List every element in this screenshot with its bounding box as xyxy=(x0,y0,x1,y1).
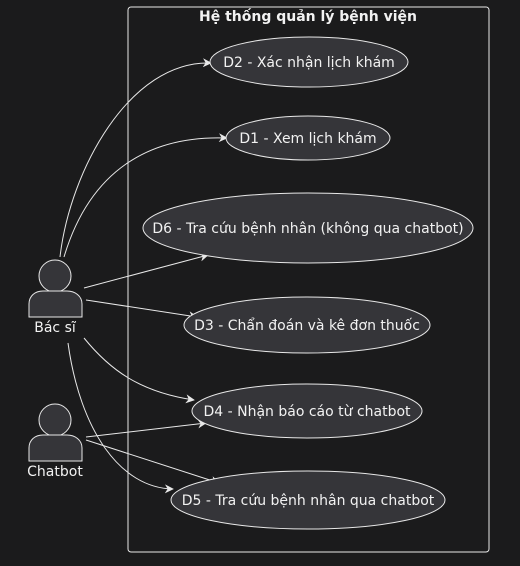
usecase-d4-label: D4 - Nhận báo cáo từ chatbot xyxy=(203,404,411,420)
actor-doctor[interactable]: Bác sĩ xyxy=(28,259,83,336)
associations xyxy=(59,58,228,494)
usecase-d6-label: D6 - Tra cứu bệnh nhân (không qua chatbo… xyxy=(152,221,463,237)
association-chatbot-d5 xyxy=(85,439,220,485)
association-doctor-d5 xyxy=(67,342,174,494)
usecase-d4[interactable]: D4 - Nhận báo cáo từ chatbot xyxy=(191,383,423,439)
actor-doctor-label: Bác sĩ xyxy=(34,320,77,336)
usecase-d2-label: D2 - Xác nhận lịch khám xyxy=(223,55,395,71)
usecase-d2[interactable]: D2 - Xác nhận lịch khám xyxy=(209,36,409,88)
usecase-d3-label: D3 - Chẩn đoán và kê đơn thuốc xyxy=(194,317,420,334)
usecase-d5-label: D5 - Tra cứu bệnh nhân qua chatbot xyxy=(182,493,435,509)
usecase-d5[interactable]: D5 - Tra cứu bệnh nhân qua chatbot xyxy=(170,470,446,530)
association-doctor-d2 xyxy=(59,58,212,258)
person-icon xyxy=(28,403,83,462)
association-doctor-d1 xyxy=(63,133,228,258)
usecase-d6[interactable]: D6 - Tra cứu bệnh nhân (không qua chatbo… xyxy=(142,192,474,264)
actor-chatbot-label: Chatbot xyxy=(27,464,83,480)
usecase-d1-label: D1 - Xem lịch khám xyxy=(239,131,376,147)
association-doctor-d6 xyxy=(83,252,209,289)
association-chatbot-d4 xyxy=(85,419,207,438)
usecase-d3[interactable]: D3 - Chẩn đoán và kê đơn thuốc xyxy=(183,296,431,354)
system-boundary: Hệ thống quản lý bệnh viện xyxy=(127,6,490,553)
association-doctor-d3 xyxy=(85,299,198,321)
association-doctor-d4 xyxy=(83,337,195,404)
usecase-d1[interactable]: D1 - Xem lịch khám xyxy=(225,115,391,161)
system-title: Hệ thống quản lý bệnh viện xyxy=(199,8,417,25)
person-icon xyxy=(28,259,83,318)
actor-chatbot[interactable]: Chatbot xyxy=(27,403,83,480)
